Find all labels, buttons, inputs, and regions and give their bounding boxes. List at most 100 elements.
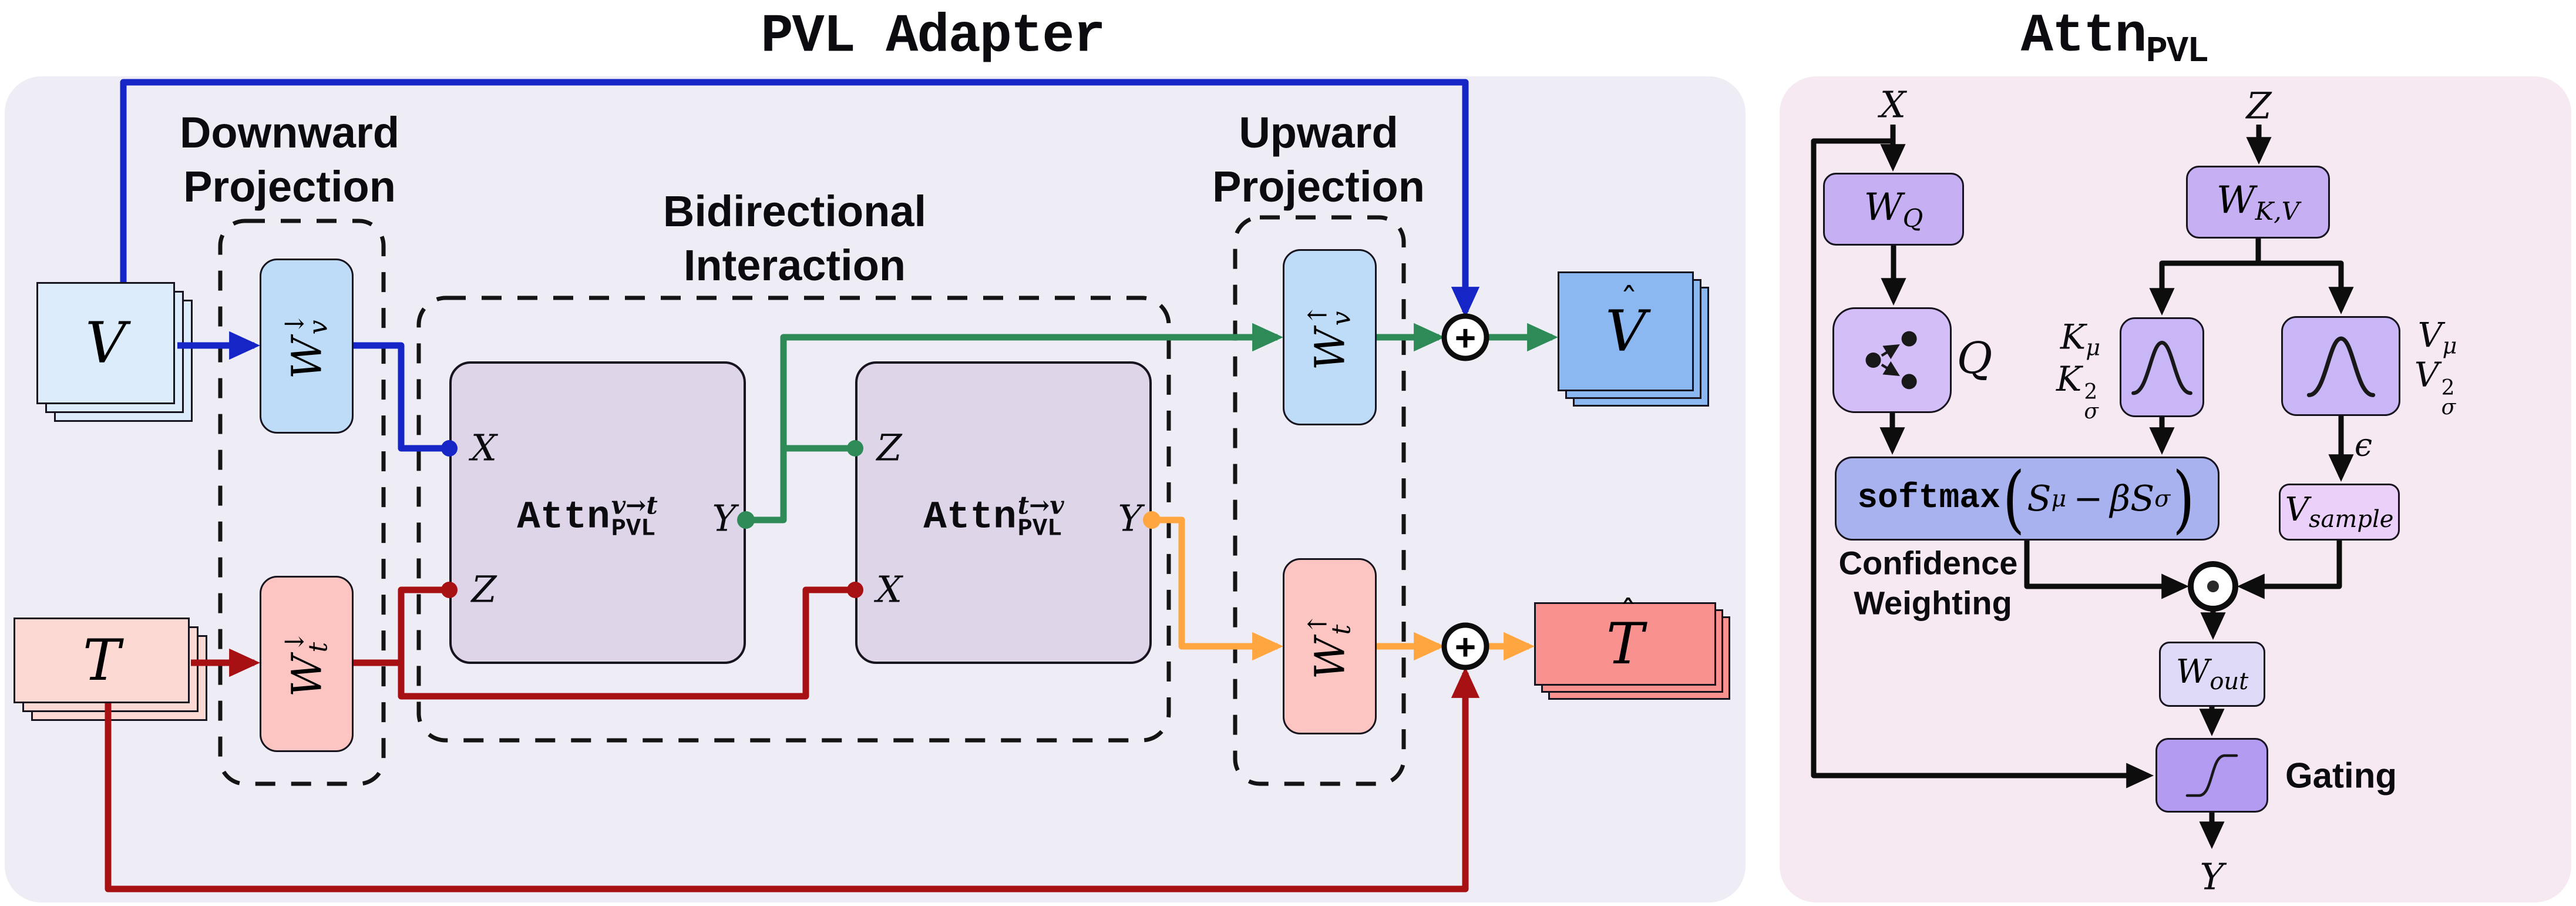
- v-sample-base: V: [2285, 491, 2309, 529]
- k-mu-label: Kμ: [2060, 317, 2100, 361]
- t-input-label: T: [82, 628, 121, 693]
- attn1-base: Attn: [517, 495, 610, 539]
- wv-down-label: W ↓v: [280, 313, 333, 380]
- attn1-y-port-label: Y: [712, 496, 737, 540]
- wt-down-label: W ↓t: [280, 631, 333, 697]
- wv-up-box: W ↑v: [1283, 249, 1377, 425]
- attn2-sup: t→v: [1017, 491, 1064, 520]
- wkv-box: WK,V: [2186, 166, 2330, 239]
- gaussian-curve-icon: [2131, 341, 2192, 395]
- bidirectional-header-line1: Bidirectional: [663, 187, 927, 236]
- right-title-base: Attn: [2020, 5, 2147, 67]
- confidence-weighting-line2: Weighting: [1854, 584, 2012, 622]
- attn2-x-port-label: X: [876, 568, 903, 611]
- w-base: W: [1305, 637, 1354, 680]
- minus-operator: −: [2073, 478, 2103, 519]
- upward-header-line2: Projection: [1212, 162, 1425, 211]
- wkv-base: W: [2216, 179, 2255, 223]
- attn1-x-port-label: X: [470, 426, 497, 469]
- k-mu-base: K: [2060, 317, 2086, 357]
- bidirectional-interaction-header: Bidirectional Interaction: [663, 184, 926, 293]
- epsilon-label: ϵ: [2354, 426, 2373, 464]
- t-output-base: T: [1606, 611, 1645, 677]
- left-title-text: PVL Adapter: [761, 5, 1105, 68]
- v-mu-base: V: [2417, 315, 2443, 355]
- right-title-sub: PVL: [2145, 31, 2210, 72]
- wkv-label: WK,V: [2217, 179, 2299, 226]
- right-paren: ): [2173, 455, 2195, 542]
- wq-sub: Q: [1902, 203, 1923, 233]
- v-input-stack: V: [36, 282, 193, 422]
- v-mu-sub: μ: [2442, 333, 2457, 360]
- gating-box: [2155, 738, 2268, 813]
- q-scatter-box: [1832, 307, 1952, 413]
- wv-up-label: W ↑v: [1303, 304, 1356, 371]
- w-base: W: [282, 655, 331, 697]
- v-sigma-base: V: [2414, 354, 2439, 395]
- downward-header-line2: Projection: [183, 162, 396, 211]
- wq-label: WQ: [1864, 186, 1923, 233]
- v-stack-front: V: [36, 282, 175, 404]
- hat-accent: ˆ: [1619, 594, 1637, 635]
- v-sample-sub: sample: [2309, 506, 2394, 533]
- v-mu-label: Vμ: [2418, 316, 2457, 360]
- bidirectional-header-line2: Interaction: [683, 241, 906, 290]
- v-sigma-sub: σ: [2441, 395, 2456, 420]
- upward-header-line1: Upward: [1239, 108, 1398, 157]
- attn2-sub: PVL: [1017, 514, 1062, 542]
- v-sample-label: Vsample: [2285, 491, 2394, 533]
- attn1-z-port-label: Z: [471, 568, 497, 611]
- w-base: W: [282, 337, 331, 380]
- wq-base: W: [1864, 186, 1903, 230]
- t-sub: t: [302, 642, 333, 653]
- wout-label: Wout: [2176, 653, 2248, 695]
- k-gaussian-box: [2120, 317, 2204, 417]
- w-base: W: [1305, 328, 1354, 371]
- gaussian-curve-icon: [2306, 336, 2375, 397]
- k-sigma-base: K: [2056, 358, 2082, 399]
- t-stack-front: T: [14, 618, 190, 703]
- k-mu-sub: μ: [2086, 334, 2101, 361]
- scatter-plot-icon: [1865, 331, 1917, 390]
- attn2-y-port-label: Y: [1118, 496, 1142, 540]
- v-sub: v: [1326, 311, 1356, 326]
- wout-base: W: [2175, 653, 2210, 692]
- s-mu-sub: μ: [2051, 485, 2067, 512]
- attn2-z-port-label: Z: [876, 426, 902, 469]
- left-panel-title: PVL Adapter: [761, 5, 1105, 68]
- wt-up-label: W ↑t: [1303, 613, 1356, 680]
- q-label: Q: [1956, 333, 1993, 384]
- wout-box: Wout: [2159, 642, 2265, 707]
- softmax-fn: softmax: [1857, 479, 2000, 518]
- v-sigma-sup: 2: [2441, 375, 2455, 400]
- attnpvl-x-input-label: X: [1879, 83, 1906, 126]
- v-input-label: V: [85, 310, 126, 376]
- wt-up-box: W ↑t: [1283, 558, 1377, 734]
- v-sample-box: Vsample: [2279, 484, 2400, 541]
- gating-label: Gating: [2285, 756, 2397, 796]
- attn2-base: Attn: [923, 495, 1017, 539]
- attnpvl-z-input-label: Z: [2246, 84, 2272, 127]
- wkv-sub: K,V: [2255, 196, 2300, 226]
- attnpvl-y-output-label: Y: [2200, 855, 2224, 898]
- confidence-weighting-line1: Confidence: [1838, 544, 2018, 582]
- left-paren: (: [2002, 455, 2025, 542]
- v-output-base: V: [1605, 298, 1646, 364]
- attn1-sub: PVL: [611, 514, 656, 542]
- v-gaussian-box: [2281, 316, 2400, 416]
- k-sigma-sub: σ: [2084, 400, 2099, 424]
- sigmoid-curve-icon: [2185, 754, 2238, 797]
- wv-down-box: W ↓v: [260, 259, 354, 434]
- hat-accent: ˆ: [1620, 281, 1638, 323]
